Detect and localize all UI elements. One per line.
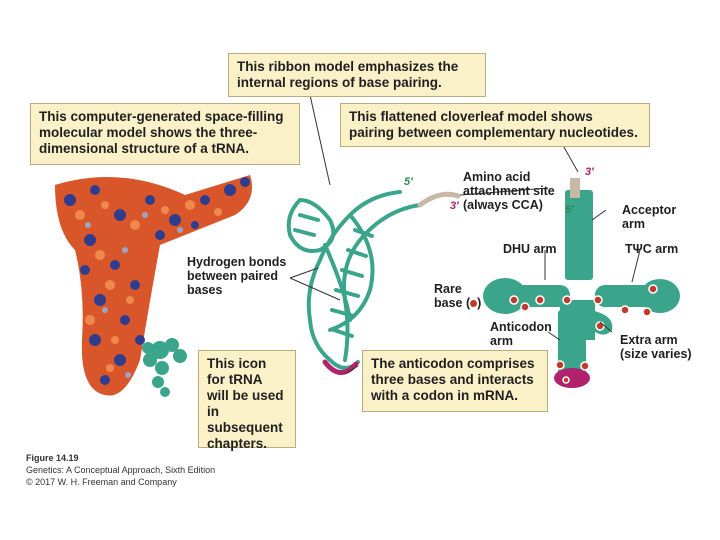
- callout-cloverleaf: This flattened cloverleaf model shows pa…: [340, 103, 650, 147]
- label-extra-arm: Extra arm (size varies): [620, 333, 692, 361]
- label-three-prime-clover: 3′: [585, 166, 594, 178]
- label-five-prime-ribbon: 5′: [404, 176, 413, 188]
- trna-icon: [142, 338, 187, 397]
- label-rare-base-close: ): [477, 296, 482, 310]
- label-tpsic-arm: TΨC arm: [625, 242, 679, 256]
- label-acceptor-arm: Acceptor arm: [622, 203, 677, 231]
- callout-icon: This icon for tRNA will be used in subse…: [198, 350, 296, 451]
- label-dhu-arm: DHU arm: [503, 242, 557, 256]
- label-three-prime-ribbon: 3′: [450, 200, 459, 212]
- label-five-prime-clover: 5′: [565, 204, 574, 216]
- figure-source: Genetics: A Conceptual Approach, Sixth E…: [26, 465, 216, 475]
- pointer-lines: [289, 94, 641, 375]
- cloverleaf-model: [483, 178, 680, 388]
- figure-copyright: © 2017 W. H. Freeman and Company: [26, 477, 177, 487]
- figure-number: Figure 14.19: [26, 453, 79, 463]
- label-hydrogen-bonds: Hydrogen bonds between paired bases: [187, 255, 287, 297]
- ribbon-cca-tail: [417, 191, 461, 208]
- label-rare-base-text: Rare base (: [434, 282, 471, 310]
- callout-ribbon: This ribbon model emphasizes the interna…: [228, 53, 486, 97]
- space-filling-model: [55, 175, 253, 396]
- callout-space-filling: This computer-generated space-filling mo…: [30, 103, 300, 165]
- callout-anticodon: The anticodon comprises three bases and …: [362, 350, 548, 412]
- label-amino-acid-site: Amino acid attachment site (always CCA): [463, 170, 555, 212]
- ribbon-anticodon-loop: [322, 359, 359, 375]
- ribbon-model: [286, 190, 422, 370]
- rare-base-dot-icon: [470, 300, 478, 308]
- label-rare-base: Rare base (): [434, 282, 481, 310]
- figure-caption: Figure 14.19 Genetics: A Conceptual Appr…: [26, 452, 215, 488]
- label-anticodon-arm: Anticodon arm: [490, 320, 552, 348]
